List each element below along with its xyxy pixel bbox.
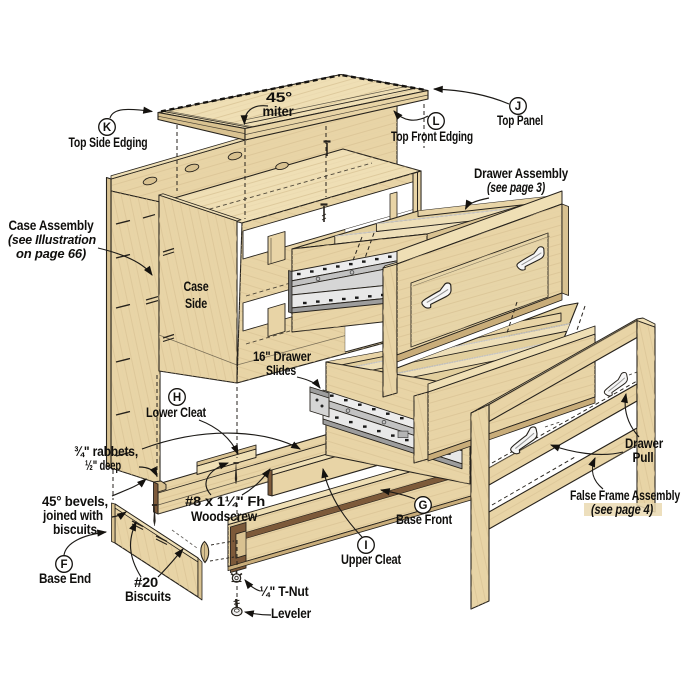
svg-text:miter: miter <box>263 104 295 119</box>
svg-text:K: K <box>103 122 112 134</box>
svg-text:False Frame Assembly: False Frame Assembly <box>570 488 681 503</box>
svg-text:Base Front: Base Front <box>396 512 453 527</box>
svg-text:G: G <box>419 500 428 512</box>
svg-text:Upper Cleat: Upper Cleat <box>341 552 402 567</box>
svg-text:Side: Side <box>185 296 208 311</box>
svg-text:½" deep: ½" deep <box>85 458 121 473</box>
svg-text:joined with: joined with <box>42 508 103 523</box>
svg-text:Drawer Assembly: Drawer Assembly <box>474 166 569 181</box>
svg-text:(see page 3): (see page 3) <box>487 180 546 195</box>
svg-text:16" Drawer: 16" Drawer <box>253 348 312 364</box>
svg-text:I: I <box>364 540 367 552</box>
svg-text:biscuits: biscuits <box>53 522 97 537</box>
svg-text:¾" rabbets,: ¾" rabbets, <box>74 444 138 459</box>
svg-text:J: J <box>515 101 521 113</box>
svg-text:45°: 45° <box>266 89 292 105</box>
svg-text:Slides: Slides <box>266 362 296 378</box>
svg-text:Biscuits: Biscuits <box>125 589 171 604</box>
svg-text:Leveler: Leveler <box>271 606 312 621</box>
svg-text:Case: Case <box>184 279 210 294</box>
svg-text:Base End: Base End <box>39 571 91 586</box>
svg-text:45° bevels,: 45° bevels, <box>42 494 108 509</box>
svg-text:Lower Cleat: Lower Cleat <box>146 405 207 420</box>
svg-text:Woodscrew: Woodscrew <box>191 509 258 524</box>
svg-text:Top Panel: Top Panel <box>497 113 543 128</box>
svg-text:¼" T-Nut: ¼" T-Nut <box>260 584 310 599</box>
svg-text:Drawer: Drawer <box>625 436 664 451</box>
svg-text:on page 66): on page 66) <box>16 246 87 261</box>
svg-text:(see page 4): (see page 4) <box>591 502 654 517</box>
svg-text:F: F <box>60 559 67 571</box>
svg-text:Top Side Edging: Top Side Edging <box>69 135 148 150</box>
svg-text:Case Assembly: Case Assembly <box>9 218 95 233</box>
svg-text:#8 x 1¼" Fh: #8 x 1¼" Fh <box>185 494 265 509</box>
svg-text:(see Illustration: (see Illustration <box>8 232 96 247</box>
svg-text:H: H <box>173 392 181 404</box>
svg-text:Top Front Edging: Top Front Edging <box>391 129 473 144</box>
svg-text:L: L <box>432 116 439 128</box>
svg-text:#20: #20 <box>134 575 158 590</box>
svg-text:Pull: Pull <box>633 450 654 465</box>
